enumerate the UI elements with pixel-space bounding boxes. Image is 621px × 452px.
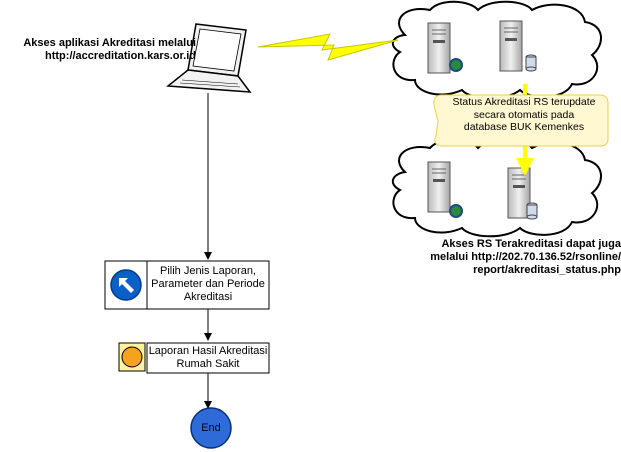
- end-label: End: [201, 422, 221, 434]
- db-note-line-3: database BUK Kemenkes: [463, 121, 585, 133]
- web-server-icon: [427, 22, 463, 74]
- web-server-icon: [427, 161, 463, 218]
- db-update-note-box: [433, 94, 609, 147]
- db-update-note: Status Akreditasi RS terupdate secara ot…: [438, 96, 610, 134]
- top-cloud: [391, 0, 602, 100]
- step-2-line-1: Laporan Hasil Akreditasi: [148, 345, 268, 357]
- step-1-line-1: Pilih Jenis Laporan,: [159, 265, 256, 277]
- step-1-line-3: Akreditasi: [183, 291, 233, 303]
- step-1-line-2: Parameter dan Periode: [151, 278, 265, 290]
- access-line-1: Akses aplikasi Akreditasi melalui: [23, 37, 196, 49]
- public-access-line-2: melalui http://202.70.136.52/rsonline/: [430, 251, 621, 263]
- orange-circle-icon: [121, 346, 143, 368]
- laptop-icon: [166, 23, 252, 93]
- database-server-icon: [499, 20, 537, 72]
- bottom-cloud: [391, 138, 602, 238]
- end-node: [190, 407, 232, 449]
- db-note-line-1: Status Akreditasi RS terupdate: [452, 96, 596, 108]
- database-server-icon: [507, 167, 538, 220]
- access-url-label: Akses aplikasi Akreditasi melalui http:/…: [2, 37, 196, 63]
- public-access-line-3: report/akreditasi_status.php: [473, 264, 621, 276]
- db-note-line-2: secara otomatis pada: [473, 108, 575, 121]
- public-access-line-1: Akses RS Terakreditasi dapat juga: [441, 238, 621, 250]
- lightning-link-icon: [257, 33, 399, 61]
- blue-arrow-up-left-icon: [110, 269, 142, 301]
- public-access-label: Akses RS Terakreditasi dapat juga melalu…: [406, 238, 621, 277]
- step-2-label: Laporan Hasil Akreditasi Rumah Sakit: [148, 345, 268, 371]
- step-2-line-2: Rumah Sakit: [176, 358, 240, 370]
- access-url: http://accreditation.kars.or.id: [45, 50, 196, 62]
- step-1-label: Pilih Jenis Laporan, Parameter dan Perio…: [148, 265, 268, 304]
